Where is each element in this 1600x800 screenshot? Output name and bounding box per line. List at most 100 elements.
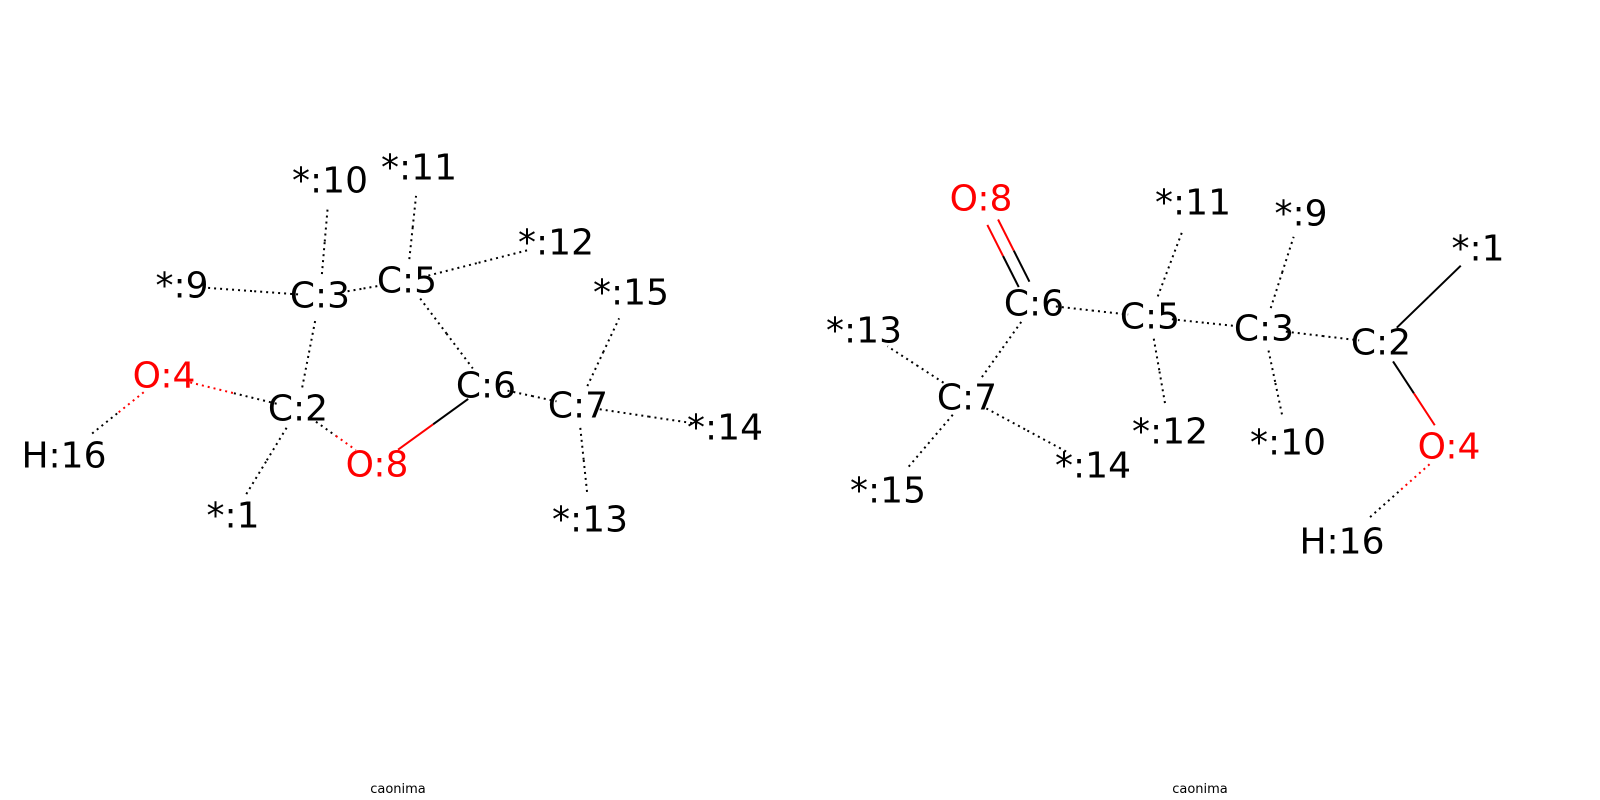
bond-b6-b8 xyxy=(1002,255,1020,288)
atom-label-a16: H:16 xyxy=(21,436,106,477)
atom-label-b1: *:1 xyxy=(1451,229,1504,270)
bond-b6-b7 xyxy=(978,350,1002,381)
bond-b6-b5 xyxy=(1055,305,1093,312)
bond-b7-b14 xyxy=(985,407,1028,432)
bond-b6-b8 xyxy=(997,219,1015,252)
bond-a2-a8 xyxy=(315,420,337,437)
caption-left: caonima xyxy=(370,782,426,797)
bond-b5-b11 xyxy=(1156,262,1172,297)
atom-label-a13: *:13 xyxy=(552,500,628,541)
bond-b2-b4 xyxy=(1413,392,1436,426)
bond-a4-a16 xyxy=(89,412,118,436)
atom-label-b14: *:14 xyxy=(1055,446,1131,487)
bond-b6-b8 xyxy=(1012,250,1031,283)
atom-label-b7: C:7 xyxy=(937,378,997,419)
atom-label-a4: O:4 xyxy=(133,356,196,397)
atom-label-b8: O:8 xyxy=(950,179,1013,220)
bond-a3-a5 xyxy=(363,283,386,290)
bond-b7-b14 xyxy=(1026,429,1069,454)
bonds-right xyxy=(886,219,1462,521)
bond-b6-b8 xyxy=(986,224,1004,257)
bond-a7-a13 xyxy=(579,427,585,461)
bond-a6-a8 xyxy=(432,398,469,426)
bond-a5-a11 xyxy=(411,195,418,228)
atom-label-b3: C:3 xyxy=(1234,309,1294,350)
bond-b5-b12 xyxy=(1158,371,1167,405)
atom-label-a5: C:5 xyxy=(377,261,437,302)
bond-b3-b10 xyxy=(1274,382,1284,416)
bond-b3-b9 xyxy=(1269,272,1284,309)
atom-label-a1: *:1 xyxy=(206,496,259,537)
bond-b7-b15 xyxy=(905,441,931,471)
atom-label-b12: *:12 xyxy=(1132,412,1208,453)
atom-label-b13: *:13 xyxy=(826,311,902,352)
bond-a7-a15 xyxy=(602,317,621,353)
bond-a3-a9 xyxy=(251,290,299,296)
atom-label-a2: C:2 xyxy=(268,389,328,430)
bond-b3-b9 xyxy=(1281,236,1295,273)
bond-b5-b12 xyxy=(1152,338,1161,372)
bond-a7-a14 xyxy=(599,408,649,418)
atom-label-b5: C:5 xyxy=(1120,297,1180,338)
bond-a5-a11 xyxy=(408,227,414,260)
atom-label-a8: O:8 xyxy=(346,445,409,486)
atom-label-a6: C:6 xyxy=(456,366,516,407)
bond-a6-a7 xyxy=(507,389,533,397)
bond-b6-b5 xyxy=(1091,309,1129,316)
atom-label-b10: *:10 xyxy=(1250,423,1326,464)
bond-a5-a12 xyxy=(478,248,530,264)
bond-a3-a10 xyxy=(320,241,326,275)
bond-b4-b16 xyxy=(1397,463,1431,493)
bond-a7-a14 xyxy=(648,415,698,425)
atom-label-b9: *:9 xyxy=(1274,194,1327,235)
atom-label-b6: C:6 xyxy=(1004,284,1064,325)
bond-b3-b2 xyxy=(1285,330,1323,337)
atom-label-a14: *:14 xyxy=(687,408,763,449)
atom-label-b2: C:2 xyxy=(1351,323,1411,364)
atoms-left: *:1 C:2 C:3O:4 C:5C:6 C:7O:8 *:9 *:10 *:11 *:12 *… xyxy=(21,148,762,541)
atom-label-a9: *:9 xyxy=(155,266,208,307)
bond-b2-b1 xyxy=(1396,295,1430,329)
bond-a2-a3 xyxy=(308,317,317,353)
bond-a5-a6 xyxy=(419,297,448,335)
bond-b3-b2 xyxy=(1322,335,1360,342)
bond-b7-b13 xyxy=(886,345,919,367)
bond-a2-a4 xyxy=(189,381,234,394)
bond-a3-a10 xyxy=(323,208,329,242)
bond-b2-b1 xyxy=(1428,264,1462,298)
bond-b3-b10 xyxy=(1267,350,1277,384)
atom-label-b15: *:15 xyxy=(850,471,926,512)
bond-a7-a13 xyxy=(582,459,589,493)
atom-label-b16: H:16 xyxy=(1299,522,1384,563)
bond-a2-a1 xyxy=(244,461,267,497)
atoms-right: *:1C:2C:3O:4C:5C:6C:7O:8*:9*:10*:11*:12*… xyxy=(826,179,1504,563)
bond-a6-a8 xyxy=(397,423,434,451)
caption-right: caonima xyxy=(1172,782,1228,797)
bond-b7-b15 xyxy=(928,414,954,443)
atom-label-a15: *:15 xyxy=(593,273,669,314)
atom-label-a11: *:11 xyxy=(381,148,457,189)
bond-a3-a9 xyxy=(205,286,253,293)
molecule-left: *:1 C:2 C:3O:4 C:5C:6 C:7O:8 *:9 *:10 *:11 *:12 *… xyxy=(21,148,762,541)
bond-b7-b13 xyxy=(917,365,950,387)
atom-label-a7: C:7 xyxy=(548,386,608,427)
atom-label-a10: *:10 xyxy=(292,161,368,202)
atom-label-b11: *:11 xyxy=(1155,183,1231,224)
bond-a5-a6 xyxy=(445,332,474,370)
atom-label-a12: *:12 xyxy=(518,223,594,264)
bond-b2-b4 xyxy=(1392,360,1415,394)
bond-a7-a15 xyxy=(586,351,605,387)
atom-label-b4: O:4 xyxy=(1418,427,1481,468)
bond-a2-a3 xyxy=(301,352,310,388)
bond-a3-a5 xyxy=(341,287,364,294)
bond-a2-a4 xyxy=(232,392,277,405)
bond-a2-a1 xyxy=(265,427,288,463)
bond-b5-b11 xyxy=(1169,228,1185,264)
bond-a2-a8 xyxy=(335,435,357,451)
bond-b6-b7 xyxy=(999,321,1023,352)
atom-label-a3: C:3 xyxy=(290,276,350,317)
bond-a5-a12 xyxy=(428,261,479,277)
bond-b4-b16 xyxy=(1366,491,1400,521)
bond-a6-a7 xyxy=(531,395,557,403)
